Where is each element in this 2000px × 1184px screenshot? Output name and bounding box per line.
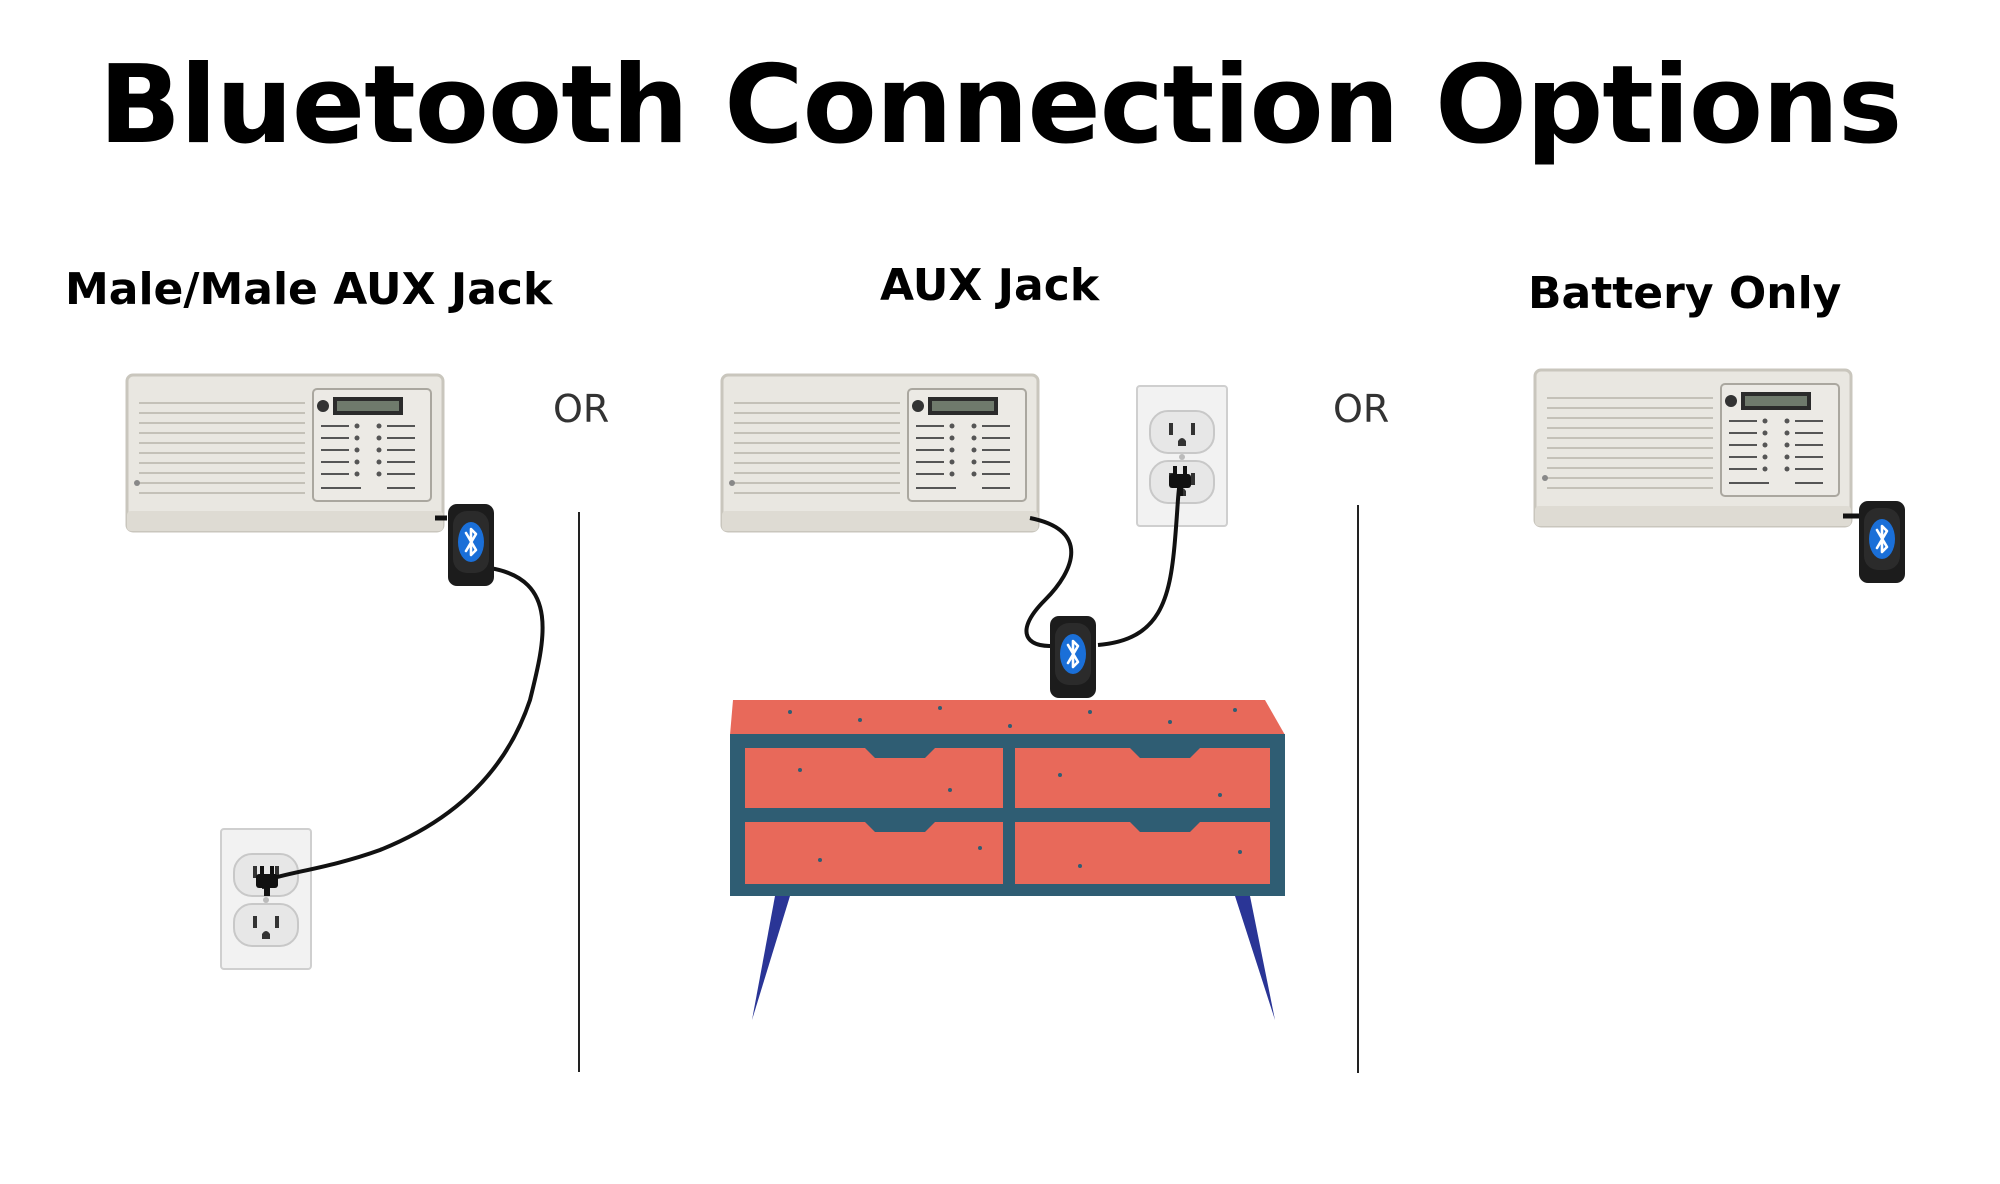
- bluetooth-receiver-right: [1858, 500, 1906, 584]
- cabinet-illustration: [730, 700, 1285, 1020]
- option-aux-jack-illustration: [720, 373, 1285, 1020]
- intercom-unit-left: [125, 373, 445, 533]
- bluetooth-receiver-center: [1049, 615, 1097, 699]
- option-title-male-male-aux: Male/Male AUX Jack: [65, 264, 553, 315]
- bluetooth-receiver-left: [447, 503, 495, 587]
- option-title-battery-only: Battery Only: [1528, 268, 1842, 319]
- divider-line-left: [578, 512, 580, 1072]
- intercom-unit-center: [720, 373, 1040, 533]
- intercom-unit-right: [1533, 368, 1853, 528]
- divider-line-right: [1357, 505, 1359, 1073]
- cable-left: [266, 566, 545, 882]
- or-separator-right: OR: [1333, 387, 1390, 431]
- option-title-aux-jack: AUX Jack: [880, 260, 1100, 311]
- wall-outlet-center: [1136, 385, 1228, 527]
- wall-outlet-left: [220, 828, 312, 970]
- option-male-male-aux-illustration: [125, 373, 545, 970]
- cable-center-intercom: [1024, 516, 1074, 648]
- or-separator-left: OR: [553, 387, 610, 431]
- option-battery-only-illustration: [1533, 368, 1906, 584]
- page-title: Bluetooth Connection Options: [98, 43, 1903, 168]
